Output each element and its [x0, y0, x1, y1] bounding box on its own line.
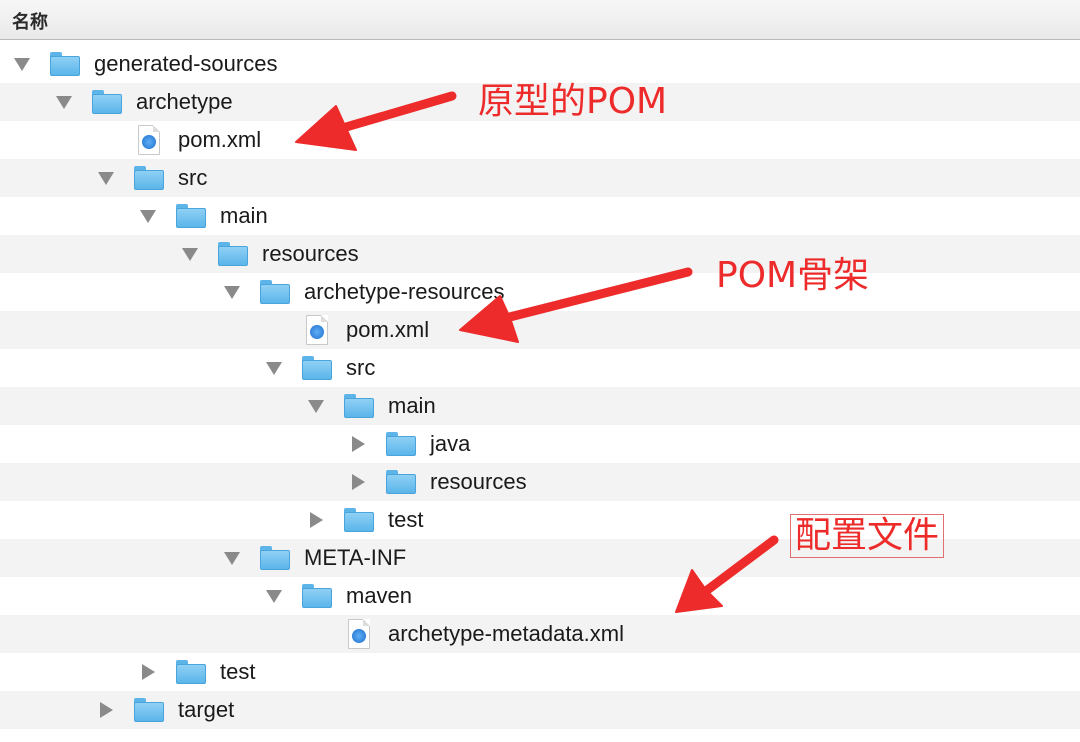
disclosure-open-icon[interactable] — [266, 590, 282, 603]
tree-item-label: resources — [430, 469, 527, 494]
folder-icon — [218, 242, 248, 266]
folder-icon — [386, 470, 416, 494]
folder-icon — [302, 584, 332, 608]
folder-icon — [302, 356, 332, 380]
disclosure-closed-icon[interactable] — [142, 664, 155, 680]
disclosure-open-icon[interactable] — [308, 400, 324, 413]
tree-item-label: main — [220, 203, 268, 228]
disclosure-closed-icon[interactable] — [310, 512, 323, 528]
tree-row[interactable]: src — [0, 159, 1080, 197]
disclosure-open-icon[interactable] — [224, 286, 240, 299]
disclosure-closed-icon[interactable] — [352, 436, 365, 452]
tree-row[interactable]: main — [0, 387, 1080, 425]
tree-item-label: pom.xml — [346, 317, 430, 342]
disclosure-open-icon[interactable] — [266, 362, 282, 375]
tree-row[interactable]: generated-sources — [0, 45, 1080, 83]
folder-icon — [134, 166, 164, 190]
disclosure-closed-icon[interactable] — [352, 474, 365, 490]
tree-row[interactable]: test — [0, 653, 1080, 691]
tree-row[interactable]: maven — [0, 577, 1080, 615]
tree-row[interactable]: resources — [0, 235, 1080, 273]
disclosure-open-icon[interactable] — [140, 210, 156, 223]
folder-icon — [176, 660, 206, 684]
tree-item-label: archetype-metadata.xml — [388, 621, 624, 646]
file-tree: generated-sources archetype pom.xml src … — [0, 45, 1080, 729]
disclosure-open-icon[interactable] — [98, 172, 114, 185]
tree-row[interactable]: main — [0, 197, 1080, 235]
tree-row[interactable]: test — [0, 501, 1080, 539]
tree-row[interactable]: archetype-resources — [0, 273, 1080, 311]
tree-row[interactable]: java — [0, 425, 1080, 463]
tree-item-label: java — [430, 431, 471, 456]
disclosure-open-icon[interactable] — [224, 552, 240, 565]
disclosure-open-icon[interactable] — [14, 58, 30, 71]
annotation-config-file: 配置文件 — [790, 514, 945, 558]
xml-file-icon — [138, 125, 160, 155]
disclosure-open-icon[interactable] — [182, 248, 198, 261]
tree-item-label: archetype — [136, 89, 233, 114]
disclosure-open-icon[interactable] — [56, 96, 72, 109]
tree-item-label: pom.xml — [178, 127, 262, 152]
folder-icon — [260, 280, 290, 304]
xml-file-icon — [348, 619, 370, 649]
tree-row[interactable]: META-INF — [0, 539, 1080, 577]
tree-row[interactable]: resources — [0, 463, 1080, 501]
folder-icon — [344, 508, 374, 532]
folder-icon — [134, 698, 164, 722]
folder-icon — [344, 394, 374, 418]
folder-icon — [176, 204, 206, 228]
tree-row[interactable]: archetype — [0, 83, 1080, 121]
folder-icon — [50, 52, 80, 76]
tree-item-label: src — [178, 165, 208, 190]
folder-icon — [260, 546, 290, 570]
xml-file-icon — [306, 315, 328, 345]
tree-row[interactable]: pom.xml — [0, 121, 1080, 159]
name-column-label: 名称 — [12, 12, 48, 32]
tree-item-label: META-INF — [304, 545, 407, 570]
tree-item-label: resources — [262, 241, 359, 266]
tree-row[interactable]: target — [0, 691, 1080, 729]
tree-item-label: archetype-resources — [304, 279, 505, 304]
annotation-pom-skeleton: POM骨架 — [716, 255, 870, 296]
annotation-archetype-pom: 原型的POM — [478, 81, 668, 122]
tree-item-label: test — [388, 507, 424, 532]
folder-icon — [92, 90, 122, 114]
tree-item-label: generated-sources — [94, 51, 278, 76]
tree-row[interactable]: src — [0, 349, 1080, 387]
tree-item-label: main — [388, 393, 436, 418]
column-header[interactable]: 名称 — [0, 0, 1080, 40]
tree-item-label: maven — [346, 583, 413, 608]
tree-item-label: target — [178, 697, 235, 722]
tree-item-label: test — [220, 659, 256, 684]
tree-row[interactable]: archetype-metadata.xml — [0, 615, 1080, 653]
tree-item-label: src — [346, 355, 376, 380]
disclosure-closed-icon[interactable] — [100, 702, 113, 718]
tree-row[interactable]: pom.xml — [0, 311, 1080, 349]
folder-icon — [386, 432, 416, 456]
